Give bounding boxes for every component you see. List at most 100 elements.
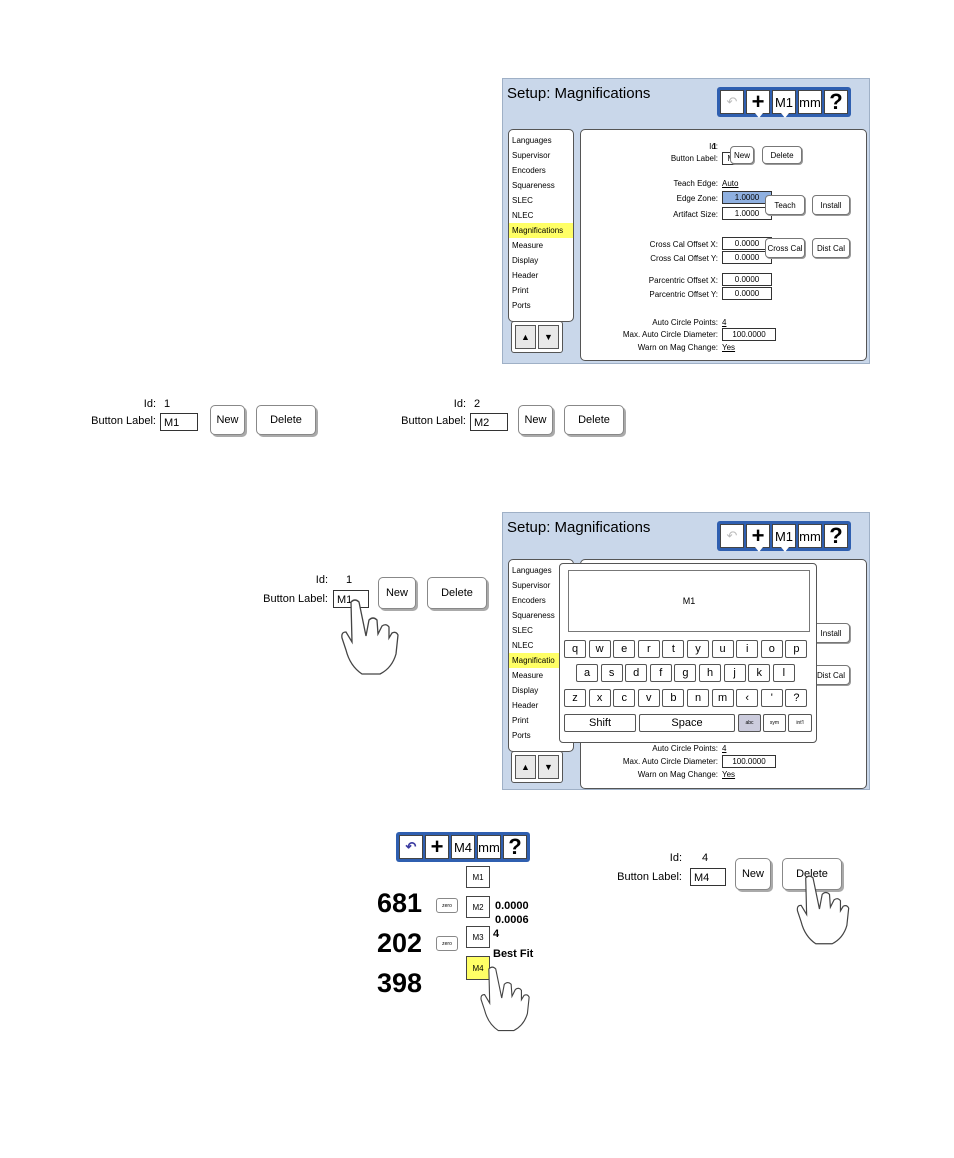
max-auto-circle-field[interactable]: 100.0000 — [722, 328, 776, 341]
install-button[interactable]: Install — [812, 195, 850, 215]
key-2[interactable]: w — [588, 640, 611, 658]
menu-item[interactable]: Header — [512, 701, 539, 710]
button-label-field[interactable]: M2 — [470, 413, 508, 431]
key-7[interactable]: u — [711, 640, 734, 658]
menu-item[interactable]: Magnifications — [509, 223, 573, 238]
parcentric-y-field[interactable]: 0.0000 — [722, 287, 772, 300]
key-8[interactable]: i — [736, 640, 759, 658]
key-4[interactable]: f — [649, 664, 672, 682]
key-5[interactable]: b — [662, 689, 685, 707]
menu-item[interactable]: Display — [512, 686, 539, 695]
menu-item[interactable]: Squareness — [512, 181, 555, 190]
new-button[interactable]: New — [518, 405, 553, 435]
menu-item[interactable]: Languages — [512, 566, 552, 575]
key-6[interactable]: h — [699, 664, 721, 682]
new-button[interactable]: New — [210, 405, 245, 435]
menu-item[interactable]: Measure — [512, 671, 544, 680]
key-10[interactable]: ? — [785, 689, 808, 707]
menu-item[interactable]: Print — [512, 286, 529, 295]
teach-edge-value[interactable]: Auto — [722, 179, 739, 188]
plus-icon[interactable]: + — [746, 89, 770, 118]
key-4[interactable]: v — [637, 689, 660, 707]
menu-item[interactable]: Magnificatio — [509, 653, 573, 668]
button-label-field[interactable]: M1 — [160, 413, 198, 431]
abc-key[interactable]: abc — [738, 714, 761, 732]
help-icon[interactable]: ? — [503, 834, 527, 859]
delete-button[interactable]: Delete — [427, 577, 487, 609]
edge-zone-field[interactable]: 1.0000 — [722, 191, 772, 204]
key-6[interactable]: y — [687, 640, 709, 658]
mag-button[interactable]: M4 — [451, 835, 475, 859]
sym-key[interactable]: sym — [763, 714, 786, 732]
plus-icon[interactable]: + — [425, 834, 449, 859]
menu-item[interactable]: Languages — [512, 136, 552, 145]
key-4[interactable]: r — [637, 640, 660, 658]
key-10[interactable]: p — [785, 640, 808, 658]
arrow-up-icon[interactable]: ▲ — [515, 755, 536, 779]
delete-button[interactable]: Delete — [256, 405, 316, 435]
key-1[interactable]: q — [564, 640, 586, 658]
space-key[interactable]: Space — [639, 714, 735, 732]
key-9[interactable]: l — [772, 664, 795, 682]
new-button[interactable]: New — [378, 577, 416, 609]
key-5[interactable]: g — [674, 664, 697, 682]
mag-button[interactable]: M1 — [772, 524, 796, 552]
menu-item[interactable]: SLEC — [512, 626, 533, 635]
zero-y-button[interactable]: zero — [436, 936, 458, 951]
key-9[interactable]: ' — [760, 689, 783, 707]
key-8[interactable]: ‹ — [736, 689, 759, 707]
menu-item[interactable]: NLEC — [512, 641, 534, 650]
auto-circle-points-value[interactable]: 4 — [722, 744, 727, 753]
warn-mag-change-value[interactable]: Yes — [722, 343, 736, 352]
key-1[interactable]: a — [576, 664, 598, 682]
delete-button[interactable]: Delete — [564, 405, 624, 435]
cross-cal-y-field[interactable]: 0.0000 — [722, 251, 772, 264]
menu-item[interactable]: NLEC — [512, 211, 534, 220]
arrow-up-icon[interactable]: ▲ — [515, 325, 536, 349]
units-button[interactable]: mm — [477, 835, 501, 859]
menu-item[interactable]: Encoders — [512, 596, 546, 605]
units-button[interactable]: mm — [798, 524, 822, 548]
dist-cal-button[interactable]: Dist Cal — [812, 238, 850, 258]
key-5[interactable]: t — [662, 640, 685, 658]
key-7[interactable]: m — [711, 689, 734, 707]
undo-icon[interactable]: ↶ — [720, 524, 744, 548]
key-3[interactable]: d — [625, 664, 648, 682]
mag-button[interactable]: M1 — [772, 90, 796, 118]
delete-button[interactable]: Delete — [762, 146, 802, 164]
menu-item[interactable]: Print — [512, 716, 529, 725]
menu-item[interactable]: Header — [512, 271, 539, 280]
mag-option-m2[interactable]: M2 — [466, 896, 490, 918]
parcentric-x-field[interactable]: 0.0000 — [722, 273, 772, 286]
menu-item[interactable]: Supervisor — [512, 151, 551, 160]
intl-key[interactable]: int'l — [788, 714, 812, 732]
teach-button[interactable]: Teach — [765, 195, 805, 215]
max-auto-circle-field[interactable]: 100.0000 — [722, 755, 776, 768]
menu-item[interactable]: Measure — [512, 241, 544, 250]
units-button[interactable]: mm — [798, 90, 822, 114]
key-1[interactable]: z — [564, 689, 586, 707]
mag-option-m1[interactable]: M1 — [466, 866, 490, 888]
dist-cal-button[interactable]: Dist Cal — [812, 665, 850, 685]
help-icon[interactable]: ? — [824, 89, 848, 114]
key-2[interactable]: x — [588, 689, 611, 707]
help-icon[interactable]: ? — [824, 523, 848, 548]
button-label-field[interactable]: M4 — [690, 868, 726, 886]
new-button[interactable]: New — [735, 858, 771, 890]
key-8[interactable]: k — [748, 664, 771, 682]
key-6[interactable]: n — [687, 689, 709, 707]
menu-item[interactable]: Display — [512, 256, 539, 265]
auto-circle-points-value[interactable]: 4 — [722, 318, 727, 327]
zero-x-button[interactable]: zero — [436, 898, 458, 913]
key-9[interactable]: o — [760, 640, 783, 658]
menu-item[interactable]: Supervisor — [512, 581, 551, 590]
arrow-down-icon[interactable]: ▼ — [538, 325, 559, 349]
mag-option-m4[interactable]: M4 — [466, 956, 490, 980]
new-button[interactable]: New — [730, 146, 754, 164]
cross-cal-button[interactable]: Cross Cal — [765, 238, 805, 258]
warn-mag-change-value[interactable]: Yes — [722, 770, 736, 779]
key-3[interactable]: e — [613, 640, 636, 658]
mag-option-m3[interactable]: M3 — [466, 926, 490, 948]
arrow-down-icon[interactable]: ▼ — [538, 755, 559, 779]
menu-item[interactable]: SLEC — [512, 196, 533, 205]
